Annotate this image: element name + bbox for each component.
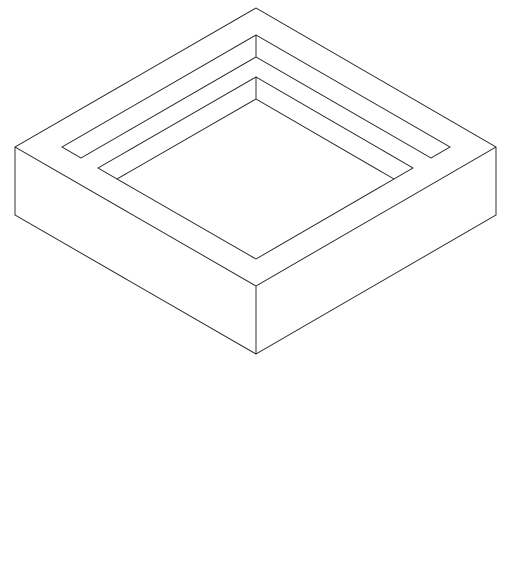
outer-top-rim [14,7,497,287]
step-1-floor-back-edges [80,56,432,159]
bottom-right-edge [255,214,497,355]
step-1-left-wall-edge [61,146,82,159]
step-2-right-wall-edge [393,167,414,180]
step-1-right-wall-edge [430,146,451,159]
bottom-left-edge [14,214,257,355]
step-2-left-wall-edge [97,167,118,180]
step-2-top-edge [97,76,414,169]
inner-floor [116,98,395,260]
